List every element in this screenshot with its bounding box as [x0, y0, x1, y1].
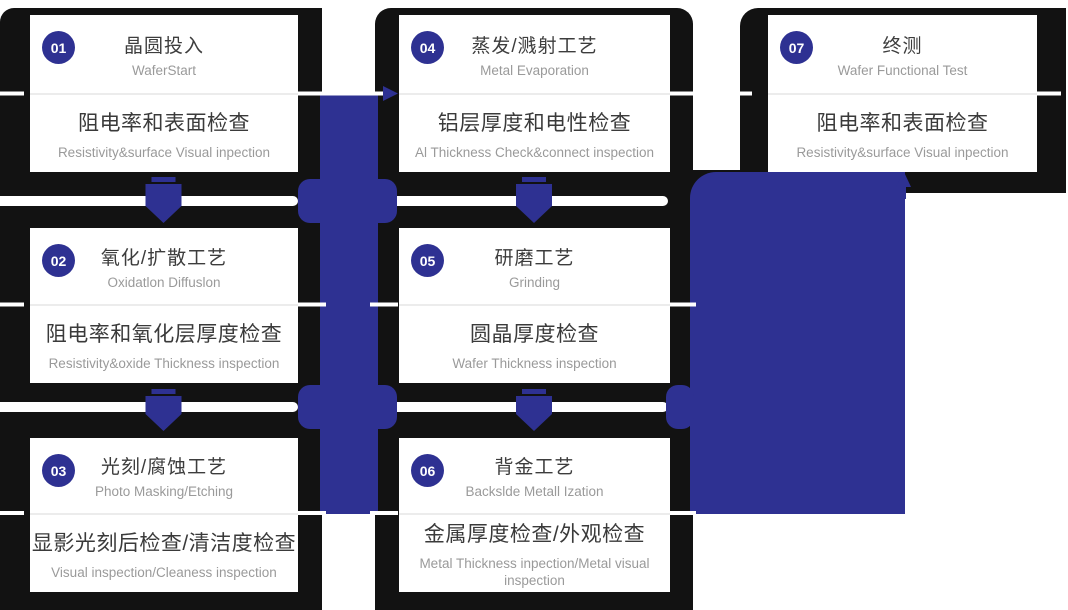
- step-card-03: 03 光刻/腐蚀工艺 Photo Masking/Etching 显影光刻后检查…: [30, 438, 298, 592]
- inspection-subtitle: Resistivity&oxide Thickness inspection: [48, 355, 280, 371]
- card-divider: [30, 513, 298, 515]
- divider-dash: [298, 302, 326, 307]
- step-title-section: 蒸发/溅射工艺 Metal Evaporation: [399, 15, 670, 93]
- connector-band-flare: [298, 385, 397, 429]
- connector-block-flare: [666, 385, 694, 429]
- step-subtitle: Oxidatlon Diffuslon: [107, 274, 221, 290]
- step-number-badge: 06: [411, 454, 444, 487]
- divider-dash: [370, 302, 398, 307]
- inspection-subtitle: Wafer Thickness inspection: [452, 355, 617, 371]
- step-title-section: 晶圆投入 WaferStart: [30, 15, 298, 93]
- divider-dash: [1037, 91, 1061, 96]
- step-title: 氧化/扩散工艺: [100, 247, 228, 269]
- connector-block-06-07: [690, 172, 905, 514]
- step-title-section: 研磨工艺 Grinding: [399, 228, 670, 304]
- step-subtitle: WaferStart: [131, 62, 196, 78]
- step-title-section: 光刻/腐蚀工艺 Photo Masking/Etching: [30, 438, 298, 513]
- step-card-01: 01 晶圆投入 WaferStart 阻电率和表面检查 Resistivity&…: [30, 15, 298, 172]
- step-inspection-section: 铝层厚度和电性检查 Al Thickness Check&connect ins…: [399, 95, 670, 172]
- inspection-subtitle: Resistivity&surface Visual inpection: [796, 144, 1009, 160]
- card-divider: [399, 513, 670, 515]
- card-divider: [30, 93, 298, 95]
- step-title: 研磨工艺: [494, 247, 575, 269]
- inspection-subtitle: Metal Thickness inpection/Metal visual i…: [419, 556, 650, 588]
- divider-dash: [0, 91, 24, 96]
- step-inspection-section: 阻电率和表面检查 Resistivity&surface Visual inpe…: [768, 95, 1037, 172]
- right-arrow-icon: [383, 86, 398, 101]
- step-title-section: 终测 Wafer Functional Test: [768, 15, 1037, 93]
- divider-dash: [370, 511, 398, 515]
- step-card-04: 04 蒸发/溅射工艺 Metal Evaporation 铝层厚度和电性检查 A…: [399, 15, 670, 172]
- inspection-subtitle: Visual inspection/Cleaness inspection: [51, 564, 277, 580]
- divider-dash: [298, 511, 326, 515]
- down-arrow-icon: [145, 184, 182, 223]
- divider-dash: [668, 302, 696, 307]
- up-arrow-stem: [901, 186, 906, 199]
- inspection-title: 显影光刻后检查/清洁度检查: [31, 531, 297, 555]
- step-card-07: 07 终测 Wafer Functional Test 阻电率和表面检查 Res…: [768, 15, 1037, 172]
- step-subtitle: Wafer Functional Test: [837, 62, 968, 78]
- down-arrow-bar: [151, 177, 176, 182]
- connector-band-03-04: [320, 93, 378, 514]
- step-number-badge: 05: [411, 244, 444, 277]
- step-card-06: 06 背金工艺 Backslde Metall Ization 金属厚度检查/外…: [399, 438, 670, 592]
- inspection-title: 阻电率和氧化层厚度检查: [45, 322, 283, 346]
- divider-dash: [0, 302, 24, 307]
- step-card-05: 05 研磨工艺 Grinding 圆晶厚度检查 Wafer Thickness …: [399, 228, 670, 383]
- step-title: 光刻/腐蚀工艺: [100, 457, 228, 478]
- step-title-section: 背金工艺 Backslde Metall Ization: [399, 438, 670, 513]
- divider-dash: [0, 511, 24, 515]
- step-subtitle: Photo Masking/Etching: [94, 484, 234, 499]
- down-arrow-icon: [516, 396, 552, 431]
- step-number-badge: 07: [780, 31, 813, 64]
- step-number-badge: 04: [411, 31, 444, 64]
- connector-band-flare: [298, 179, 397, 223]
- step-title: 晶圆投入: [123, 35, 204, 57]
- inspection-title: 阻电率和表面检查: [816, 111, 989, 135]
- down-arrow-bar: [151, 389, 176, 394]
- down-arrow-icon: [516, 184, 552, 223]
- step-inspection-section: 阻电率和氧化层厚度检查 Resistivity&oxide Thickness …: [30, 306, 298, 383]
- inspection-title: 圆晶厚度检查: [470, 322, 599, 346]
- divider-dash: [734, 91, 752, 96]
- step-number-badge: 02: [42, 244, 75, 277]
- inspection-title: 金属厚度检查/外观检查: [423, 523, 646, 546]
- card-divider: [399, 93, 670, 95]
- inspection-subtitle: Al Thickness Check&connect inspection: [414, 144, 655, 160]
- divider-dash: [668, 91, 695, 96]
- card-divider: [30, 304, 298, 306]
- step-inspection-section: 阻电率和表面检查 Resistivity&surface Visual inpe…: [30, 95, 298, 172]
- flow-line-01-04: [283, 91, 384, 96]
- step-inspection-section: 显影光刻后检查/清洁度检查 Visual inspection/Cleaness…: [30, 515, 298, 592]
- step-number-badge: 03: [42, 454, 75, 487]
- step-number-badge: 01: [42, 31, 75, 64]
- divider-dash: [668, 511, 696, 515]
- step-subtitle: Backslde Metall Ization: [465, 484, 604, 499]
- card-divider: [768, 93, 1037, 95]
- step-inspection-section: 金属厚度检查/外观检查 Metal Thickness inpection/Me…: [399, 515, 670, 592]
- down-arrow-bar: [522, 389, 546, 394]
- step-subtitle: Metal Evaporation: [480, 62, 589, 78]
- step-subtitle: Grinding: [508, 274, 561, 290]
- step-title: 背金工艺: [494, 457, 575, 478]
- up-arrow-icon: [896, 171, 911, 187]
- down-arrow-bar: [522, 177, 546, 182]
- down-arrow-icon: [145, 396, 182, 431]
- inspection-title: 铝层厚度和电性检查: [437, 111, 632, 135]
- inspection-title: 阻电率和表面检查: [78, 111, 250, 135]
- step-inspection-section: 圆晶厚度检查 Wafer Thickness inspection: [399, 306, 670, 383]
- inspection-subtitle: Resistivity&surface Visual inpection: [57, 144, 271, 160]
- step-title: 蒸发/溅射工艺: [471, 35, 598, 57]
- card-divider: [399, 304, 670, 306]
- step-title: 终测: [882, 35, 923, 57]
- step-title-section: 氧化/扩散工艺 Oxidatlon Diffuslon: [30, 228, 298, 304]
- step-card-02: 02 氧化/扩散工艺 Oxidatlon Diffuslon 阻电率和氧化层厚度…: [30, 228, 298, 383]
